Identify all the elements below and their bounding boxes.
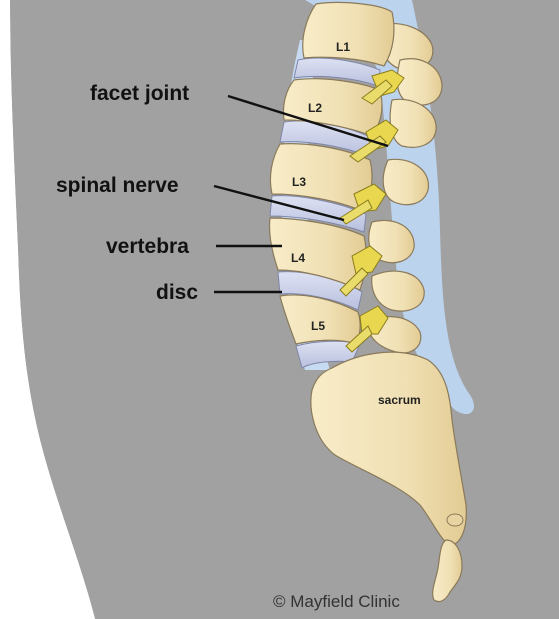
- label-vertebra: vertebra: [106, 235, 189, 258]
- label-l3: L3: [292, 175, 306, 189]
- coccyx-segment: [447, 514, 463, 526]
- label-disc: disc: [156, 281, 198, 304]
- vertebra-l1: [303, 2, 394, 66]
- label-l5: L5: [311, 319, 325, 333]
- copyright-credit: © Mayfield Clinic: [273, 592, 400, 611]
- label-spinal-nerve: spinal nerve: [56, 174, 179, 197]
- label-l4: L4: [291, 251, 305, 265]
- label-l1: L1: [336, 40, 350, 54]
- label-sacrum: sacrum: [378, 393, 421, 407]
- label-l2: L2: [308, 101, 322, 115]
- label-facet-joint: facet joint: [90, 82, 189, 105]
